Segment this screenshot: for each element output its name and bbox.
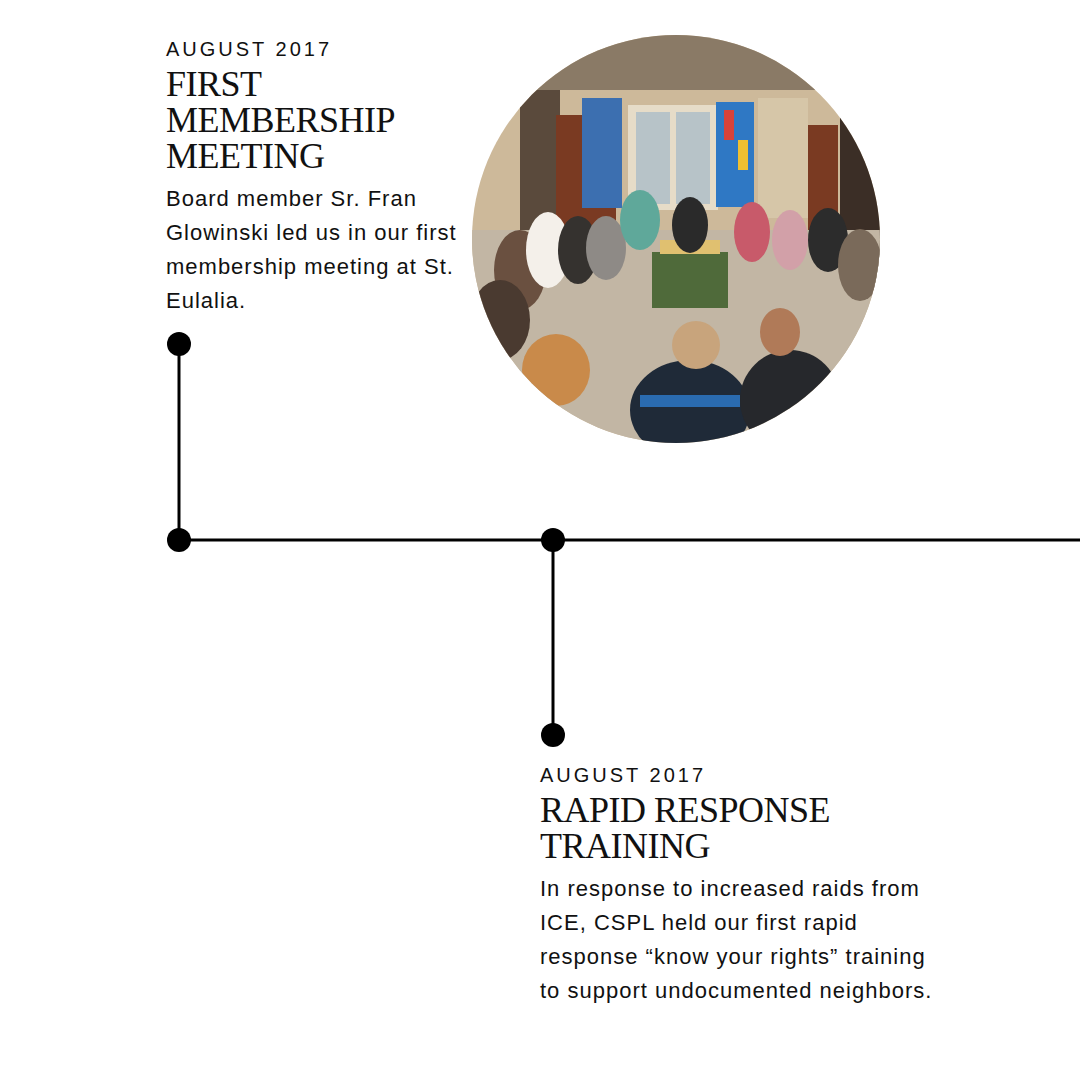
meeting-photo (460, 30, 900, 460)
timeline-event: AUGUST 2017RAPID RESPONSE TRAINING In res… (540, 762, 940, 1008)
event-body: In response to increased raids from ICE,… (540, 872, 940, 1008)
event-heading: RAPID RESPONSE TRAINING (540, 792, 940, 864)
timeline-event: AUGUST 2017FIRST MEMBERSHIP MEETINGBoard… (166, 36, 462, 318)
event-heading: FIRST MEMBERSHIP MEETING (166, 66, 462, 174)
timeline-line (167, 332, 1080, 747)
event-date: AUGUST 2017 (540, 762, 940, 788)
event-date: AUGUST 2017 (166, 36, 462, 62)
event-body: Board member Sr. Fran Glowinski led us i… (166, 182, 462, 318)
